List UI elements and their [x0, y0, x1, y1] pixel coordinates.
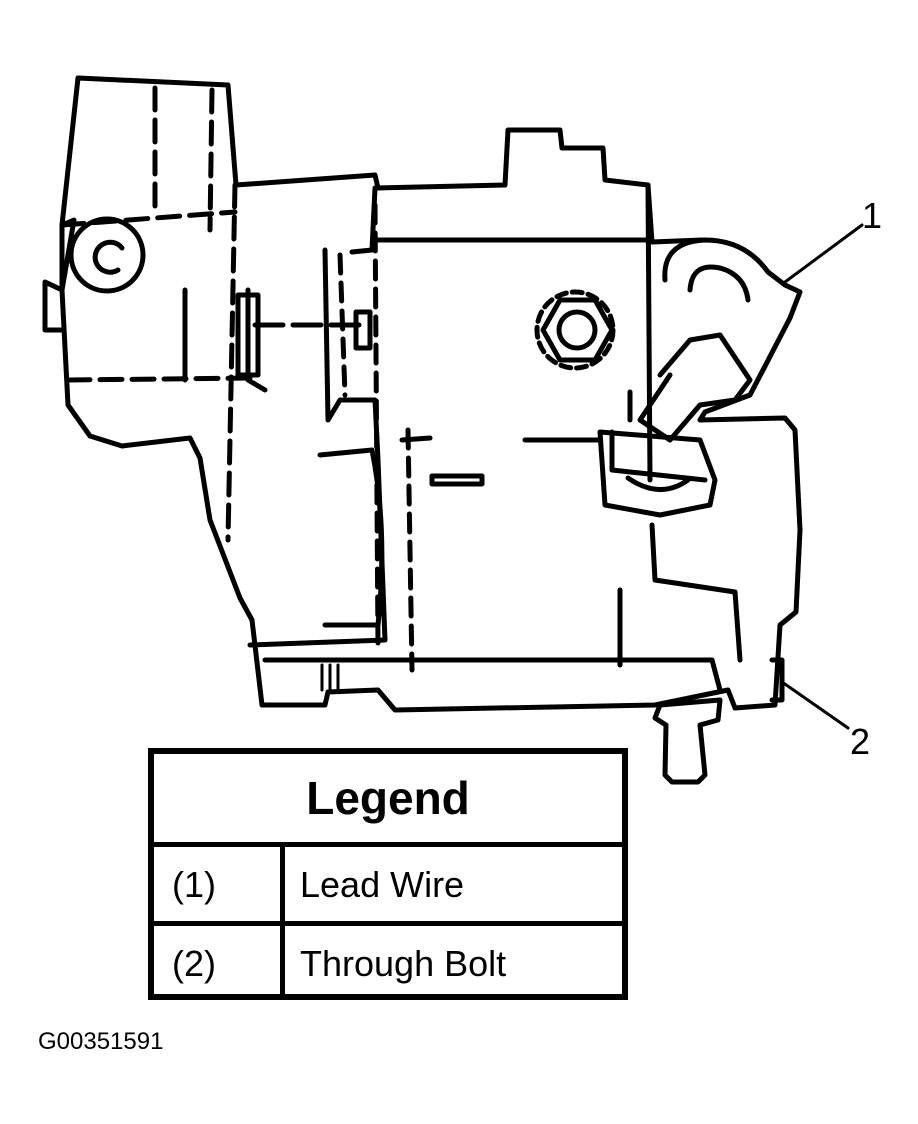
- through-bolt: [652, 657, 785, 785]
- inner-lines: [399, 389, 633, 668]
- shaft-collar: [353, 309, 373, 351]
- legend-row-number: (1): [172, 863, 216, 905]
- shaft-slot: [235, 292, 261, 378]
- wire-clamp: [597, 429, 718, 518]
- terminal-nut-hex: [540, 297, 615, 363]
- gear-teeth: [320, 663, 340, 692]
- legend-table: Legend (1) Lead Wire (2) Through Bolt: [148, 748, 628, 1000]
- callout-1-label: 1: [862, 195, 883, 236]
- callout-1-leader: [783, 223, 864, 284]
- housing-outline: [42, 75, 803, 713]
- legend-row: (1) Lead Wire: [154, 847, 622, 922]
- callout-2-label: 2: [850, 721, 871, 762]
- terminal-nut-stud: [556, 309, 598, 351]
- mounting-hole-inner: [92, 239, 125, 275]
- legend-divider: [154, 842, 622, 847]
- legend-row-description: Through Bolt: [300, 942, 507, 984]
- legend-row-number: (2): [172, 942, 216, 984]
- mounting-hole: [68, 216, 146, 294]
- end-frame-solid: [59, 75, 268, 393]
- lead-wire: [637, 332, 753, 443]
- callout-2-leader: [780, 680, 850, 730]
- figure-id: G00351591: [38, 1028, 164, 1055]
- body-dashed: [337, 202, 415, 673]
- end-frame-lines: [59, 85, 258, 543]
- terminal-nut-outer: [534, 289, 616, 371]
- legend-title: Legend: [306, 772, 470, 824]
- lead-wire-eyelet: [662, 237, 788, 288]
- drive-cylinder: [317, 447, 385, 628]
- solenoid-edge: [375, 182, 743, 663]
- legend-divider: [154, 921, 622, 926]
- legend-row-description: Lead Wire: [300, 863, 465, 905]
- vent-slot: [429, 473, 485, 487]
- lead-wire-eyelet-inner: [687, 264, 751, 303]
- legend-row: (2) Through Bolt: [154, 926, 622, 1001]
- legend-column-divider: [280, 844, 285, 1000]
